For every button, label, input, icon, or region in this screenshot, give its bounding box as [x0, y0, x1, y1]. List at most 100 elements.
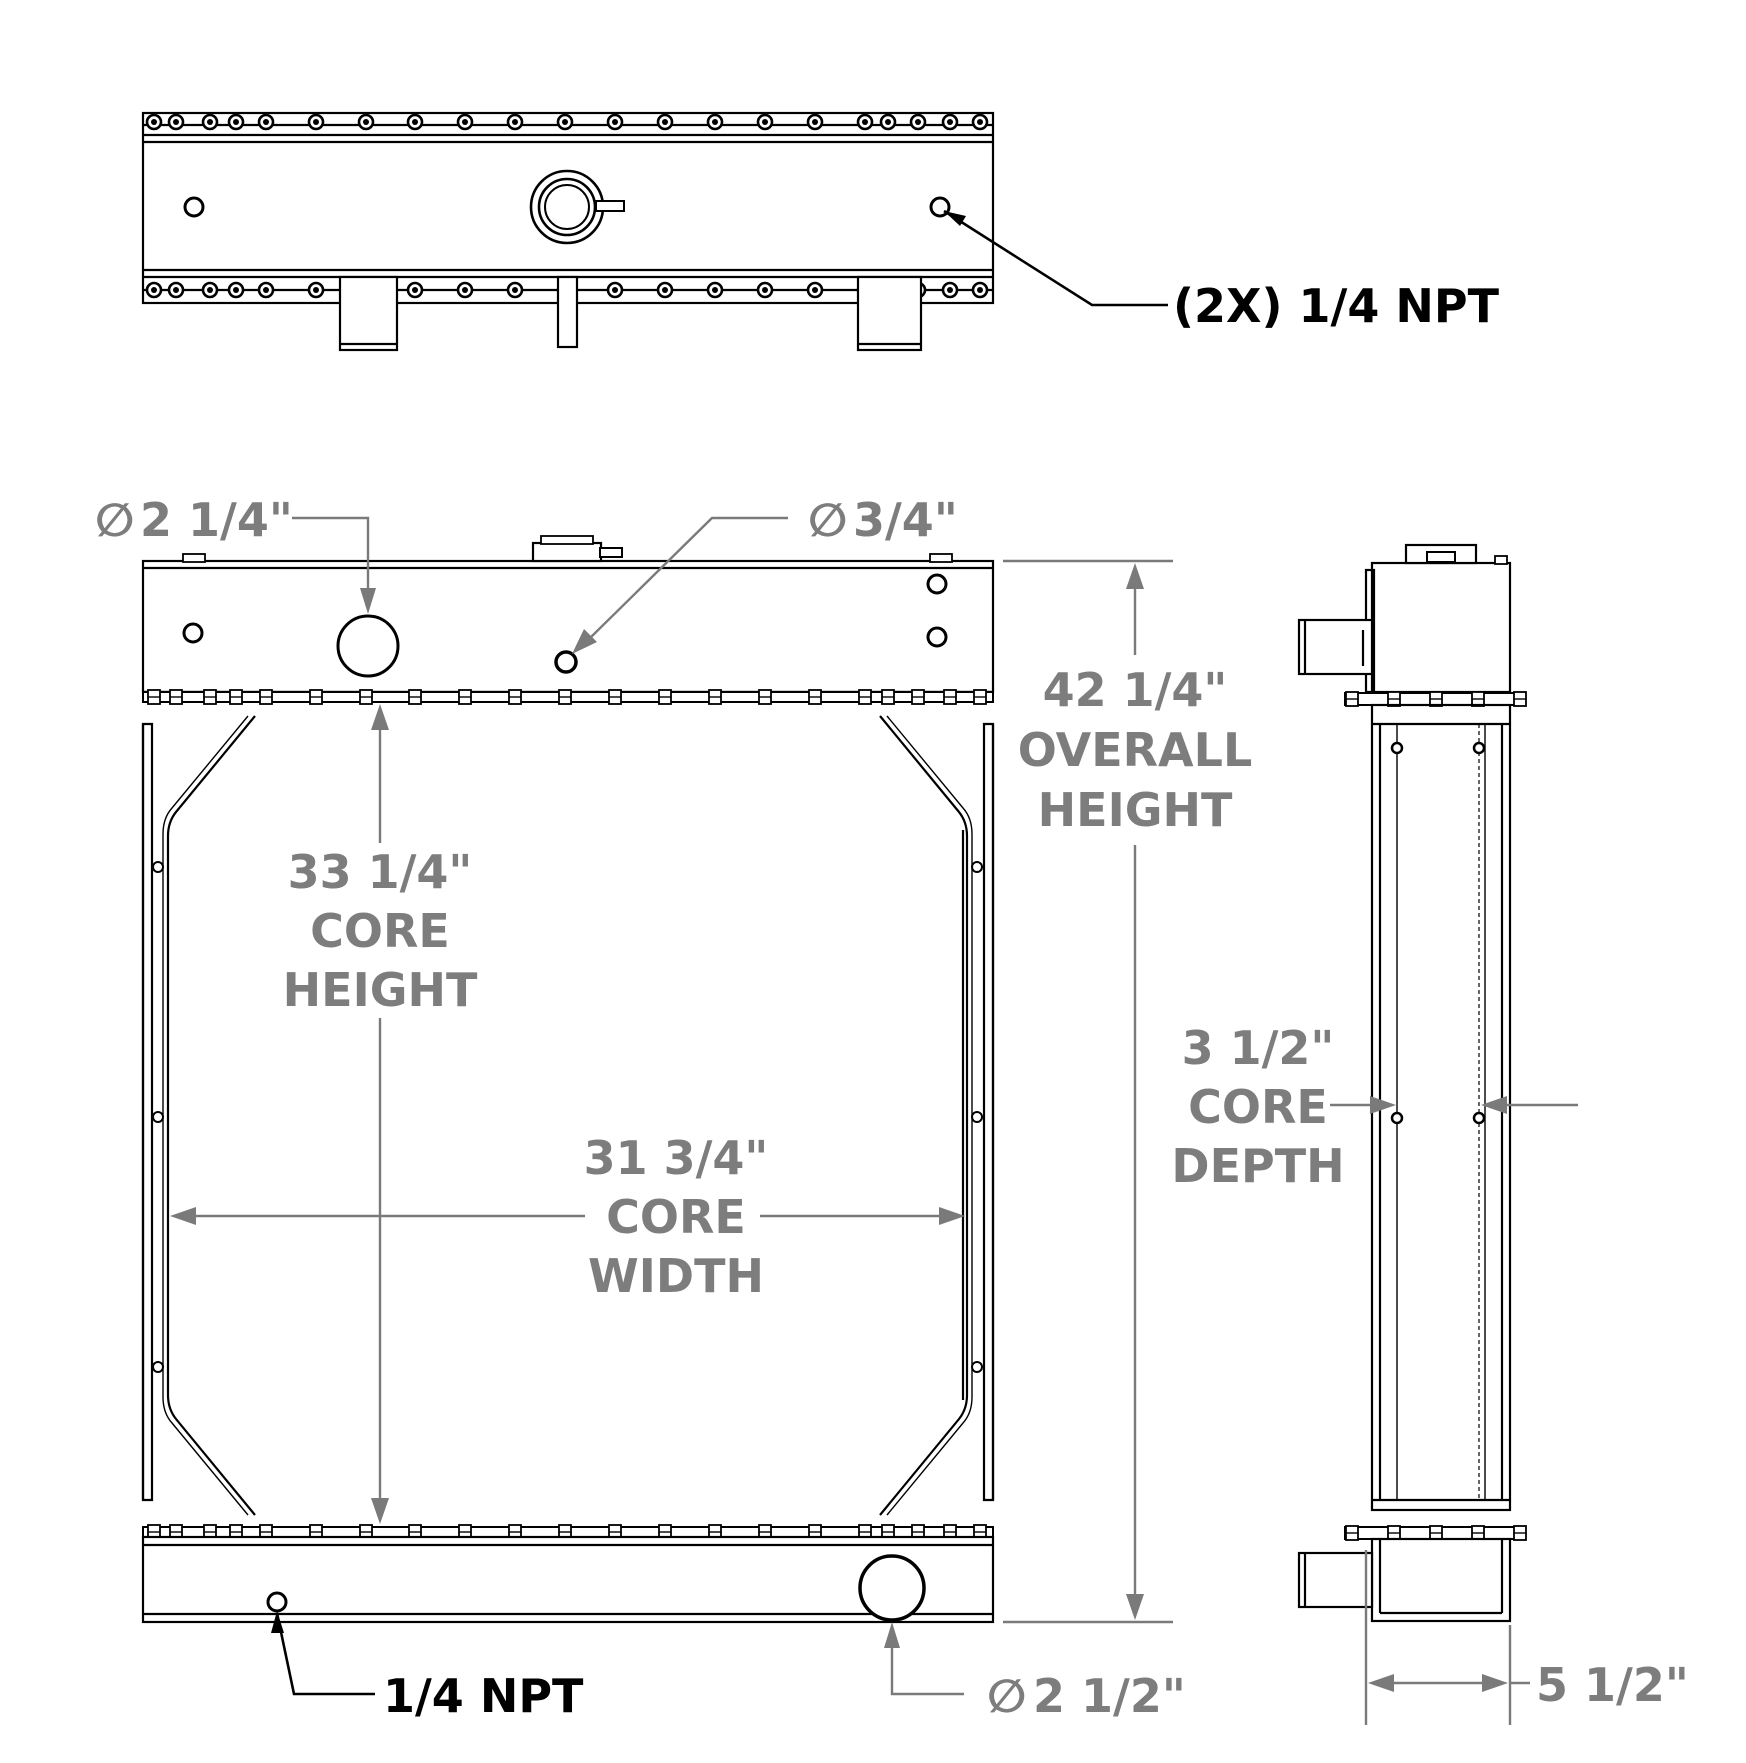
overall-depth-value: 5 1/2"	[1536, 1658, 1689, 1712]
top-ports-callout: (2X) 1/4 NPT	[1173, 279, 1500, 333]
bolt-head	[556, 113, 574, 131]
bolt-head	[456, 281, 474, 299]
inlet-pipe-top	[338, 275, 399, 352]
vent-opening	[554, 650, 578, 674]
dimension-core-depth: 3 1/2" CORE DEPTH	[1171, 1021, 1578, 1193]
hex-nut	[359, 689, 373, 705]
front-port-right-upper	[926, 573, 948, 595]
bolt-head	[756, 281, 774, 299]
hex-nut	[758, 689, 772, 705]
core-shroud-outline	[166, 715, 969, 1516]
bolt-head	[941, 113, 959, 131]
bolt-head	[456, 113, 474, 131]
bolt-head	[909, 113, 927, 131]
vent-pipe-top	[556, 275, 579, 349]
bolt-head	[656, 113, 674, 131]
dimension-core-height: 33 1/4" CORE HEIGHT	[283, 704, 478, 1524]
bolt-head	[227, 113, 245, 131]
front-port-right-lower	[926, 626, 948, 648]
bolt-head	[606, 281, 624, 299]
filler-neck-front	[531, 535, 623, 563]
bolt-head	[307, 113, 325, 131]
bolt-head	[167, 113, 185, 131]
hex-nut	[881, 689, 895, 705]
core-height-label-1: CORE	[310, 904, 450, 958]
filler-neck-top	[529, 169, 625, 245]
bolt-head	[307, 281, 325, 299]
hex-nut	[147, 689, 161, 705]
dimension-core-width: 31 3/4" CORE WIDTH	[170, 1131, 965, 1303]
hex-nut	[1345, 691, 1359, 707]
vent-diameter-symbol: ∅	[808, 493, 847, 547]
bolt-head	[756, 113, 774, 131]
outlet-diameter-symbol: ∅	[987, 1669, 1026, 1723]
top-view: (2X) 1/4 NPT	[141, 111, 1500, 352]
bolt-head	[406, 113, 424, 131]
core-width-label-2: WIDTH	[588, 1249, 764, 1303]
hex-nut	[203, 689, 217, 705]
hex-nut	[1513, 691, 1527, 707]
hex-nut	[169, 689, 183, 705]
core-height-value: 33 1/4"	[288, 845, 473, 899]
dimension-inlet-diameter: ∅ 2 1/4"	[95, 493, 376, 614]
side-view	[1297, 543, 1527, 1623]
hex-nut	[973, 689, 987, 705]
hex-nut	[943, 689, 957, 705]
bolt-head	[606, 113, 624, 131]
core-depth-label-1: CORE	[1188, 1080, 1328, 1134]
outlet-pipe-top	[856, 275, 923, 352]
hex-nut	[911, 689, 925, 705]
hex-nut	[1345, 1525, 1359, 1541]
core-height-label-2: HEIGHT	[283, 963, 478, 1017]
bolt-head	[257, 113, 275, 131]
inlet-diameter-value: 2 1/4"	[140, 493, 293, 547]
bolt-head	[506, 281, 524, 299]
bolt-head	[706, 281, 724, 299]
inlet-diameter-symbol: ∅	[95, 493, 134, 547]
outlet-diameter-value: 2 1/2"	[1033, 1669, 1186, 1723]
bolt-head	[506, 113, 524, 131]
dimension-overall-height: 42 1/4" OVERALL HEIGHT	[1003, 559, 1252, 1624]
dimension-vent-diameter: ∅ 3/4"	[572, 493, 958, 654]
hex-nut	[708, 689, 722, 705]
bolt-head	[971, 281, 989, 299]
hex-nut	[608, 689, 622, 705]
front-port-left	[182, 622, 204, 644]
drain-port-callout: 1/4 NPT	[383, 1669, 584, 1723]
bolt-head	[856, 113, 874, 131]
hex-nut	[229, 689, 243, 705]
bolt-head	[227, 281, 245, 299]
hex-nut	[458, 689, 472, 705]
inlet-opening	[336, 614, 400, 678]
hex-nut	[408, 689, 422, 705]
core-width-label-1: CORE	[606, 1190, 746, 1244]
hex-nut	[658, 689, 672, 705]
drain-port	[266, 1591, 288, 1613]
outlet-opening	[858, 1554, 926, 1622]
bolt-head	[406, 281, 424, 299]
bolt-head	[167, 281, 185, 299]
hex-nut	[1513, 1525, 1527, 1541]
hex-nut	[808, 689, 822, 705]
dimension-outlet-diameter: ∅ 2 1/2"	[884, 1622, 1186, 1723]
hex-nut	[558, 689, 572, 705]
bolt-head	[879, 113, 897, 131]
dimension-overall-depth: 5 1/2"	[1364, 1550, 1689, 1725]
bolt-head	[257, 281, 275, 299]
hex-nut	[858, 689, 872, 705]
bolt-head	[357, 113, 375, 131]
bolt-head	[145, 113, 163, 131]
hex-nut	[508, 689, 522, 705]
vent-diameter-value: 3/4"	[853, 493, 958, 547]
bolt-head	[941, 281, 959, 299]
bolt-head	[806, 281, 824, 299]
hex-nut	[259, 689, 273, 705]
bolt-head	[806, 113, 824, 131]
bolt-head	[971, 113, 989, 131]
bolt-head	[706, 113, 724, 131]
overall-height-value: 42 1/4"	[1043, 663, 1228, 717]
core-depth-label-2: DEPTH	[1171, 1139, 1344, 1193]
core-width-value: 31 3/4"	[584, 1131, 769, 1185]
top-port-left	[183, 196, 205, 218]
